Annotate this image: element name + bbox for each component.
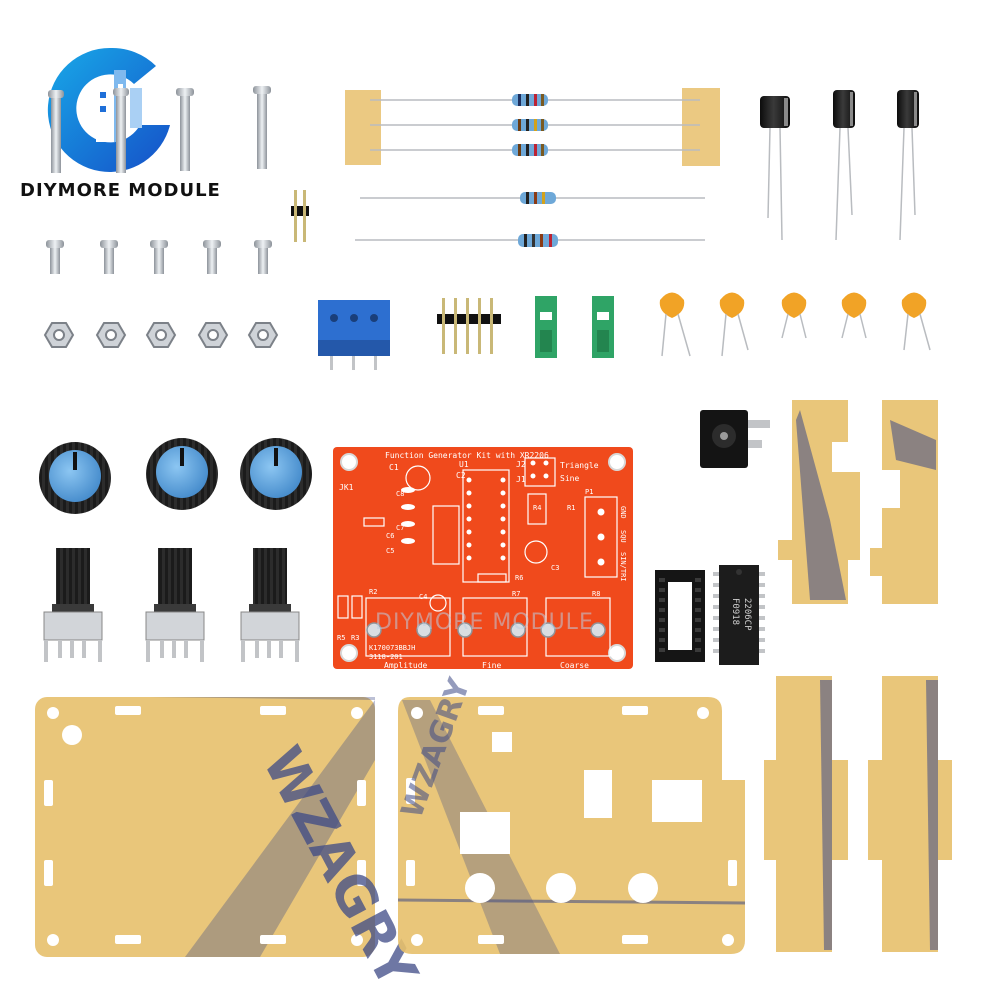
pcb-label-coarse: Coarse (560, 661, 589, 670)
pcb-label-amplitude: Amplitude (384, 661, 428, 670)
jumper-cap (592, 296, 614, 358)
knob (146, 438, 218, 510)
acrylic-side-piece (870, 400, 938, 604)
knob (240, 438, 312, 510)
pcb-label-r5: R5 (337, 634, 345, 642)
acrylic-side-piece (764, 676, 848, 952)
acrylic-top-plate: WZAGRY (395, 672, 746, 954)
pcb-label-date: 3118-201 (369, 653, 403, 661)
pin-header-2 (291, 190, 309, 242)
potentiometer (43, 548, 103, 662)
long-screw (253, 86, 271, 169)
pcb-label-c5: C5 (386, 547, 394, 555)
pcb-label-sin-tri: SIN/TRI (619, 552, 627, 582)
pcb-label-gnd: GND (619, 506, 627, 519)
pcb-label-jk1: JK1 (339, 483, 354, 492)
blue-terminal-block (318, 300, 390, 370)
electrolytic-capacitor (760, 96, 790, 241)
acrylic-side-piece (778, 400, 860, 604)
chip-marking-2: F0918 (730, 598, 740, 625)
electrolytic-capacitor (897, 90, 919, 241)
ceramic-capacitor-row (659, 292, 931, 357)
pcb-label-c7: C7 (396, 524, 404, 532)
brand-watermark: DIYMORE MODULE (375, 610, 594, 635)
pcb-label-r3: R3 (351, 634, 359, 642)
short-screw-row (46, 240, 272, 274)
pcb-label-squ: SQU (619, 530, 627, 543)
pcb-label-serial: K170073BBJH (369, 644, 415, 652)
pcb-label-c3: C3 (551, 564, 559, 572)
pin-header-5 (437, 298, 501, 354)
chip-marking-1: 2206CP (742, 598, 752, 631)
pcb-label-r8: R8 (592, 590, 600, 598)
pcb-label-triangle: Triangle (560, 461, 599, 470)
pcb-label-c2: C2 (456, 471, 466, 480)
pcb-label-u1: U1 (459, 460, 469, 469)
pcb-label-r4: R4 (533, 504, 541, 512)
long-screw (176, 88, 194, 171)
pcb-label-r1: R1 (567, 504, 575, 512)
resistor (360, 192, 705, 204)
resistor-tape (345, 88, 720, 166)
pcb-label-sine: Sine (560, 474, 579, 483)
pcb-title: Function Generator Kit with XR2206 (385, 451, 549, 460)
pcb-label-fine: Fine (482, 661, 501, 670)
jumper-cap (535, 296, 557, 358)
pcb-label-r2: R2 (369, 588, 377, 596)
dc-power-jack (700, 410, 770, 468)
ic-socket (655, 570, 705, 662)
brand-logo-text: DIYMORE MODULE (20, 180, 221, 201)
potentiometer (240, 548, 300, 662)
acrylic-side-piece (868, 676, 952, 952)
pcb-label-c8: C8 (396, 490, 404, 498)
pcb-label-j1: J1 (516, 475, 526, 484)
hex-nut-row (43, 322, 279, 348)
pcb-label-c6: C6 (386, 532, 394, 540)
pcb-label-r6: R6 (515, 574, 523, 582)
potentiometer (145, 548, 205, 662)
pcb-label-c4: C4 (419, 593, 427, 601)
knob (39, 442, 111, 514)
electrolytic-capacitor (833, 90, 855, 241)
pcb-label-c1: C1 (389, 463, 399, 472)
long-screw (48, 90, 64, 173)
pcb-label-j2: J2 (516, 460, 526, 469)
resistor (355, 234, 705, 247)
long-screw (113, 88, 129, 173)
function-generator-pcb: Function Generator Kit with XR2206 C1 C2… (333, 447, 633, 670)
pcb-label-p1: P1 (585, 488, 593, 496)
xr2206-chip: 2206CP F0918 (713, 565, 765, 665)
acrylic-bottom-plate: WZAGRY (35, 697, 430, 999)
pcb-label-r7: R7 (512, 590, 520, 598)
